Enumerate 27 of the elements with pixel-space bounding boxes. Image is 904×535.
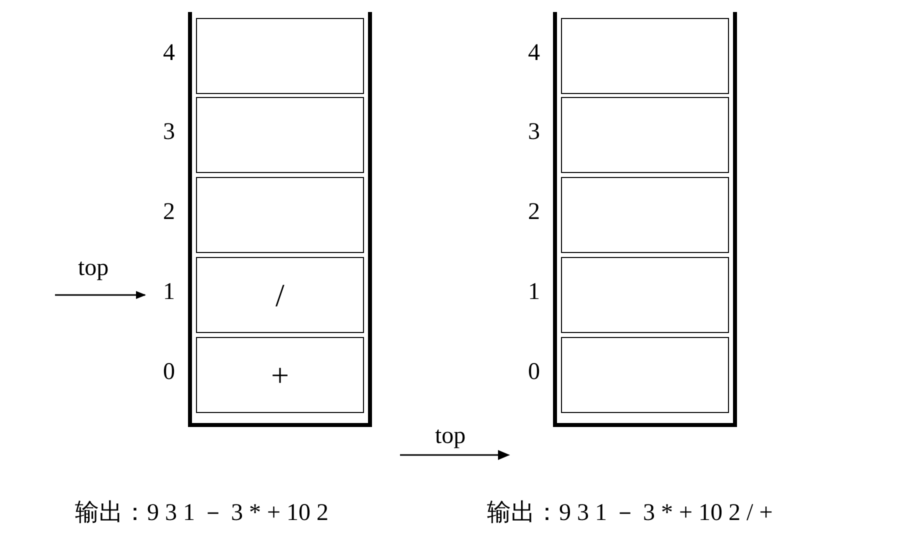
stack-cell (561, 337, 729, 413)
stack-cell (196, 257, 364, 333)
pointer-label: top (435, 423, 466, 450)
stack-cell (196, 337, 364, 413)
edge-label: top (78, 255, 109, 282)
stack-cell (196, 18, 364, 94)
output-text: 输出：9 3 1 － 3 * + 10 2 / + (487, 499, 773, 528)
index-number: 3 (162, 119, 176, 146)
output-text: 输出：9 3 1 － 3 * + 10 2 (75, 499, 329, 528)
index-number: 2 (162, 199, 176, 226)
stack-cell (196, 97, 364, 173)
stack-cell (561, 177, 729, 253)
index-number: 0 (162, 359, 176, 386)
stack-cell (196, 177, 364, 253)
index-number: 1 (527, 279, 541, 306)
index-number: 0 (527, 359, 541, 386)
cell-value: + (270, 356, 290, 394)
index-number: 1 (162, 279, 176, 306)
stack-cell (561, 257, 729, 333)
index-number: 3 (527, 119, 541, 146)
cell-value: / (276, 276, 284, 314)
index-number: 4 (527, 40, 541, 67)
stack-cell (561, 97, 729, 173)
index-number: 2 (527, 199, 541, 226)
index-number: 4 (162, 40, 176, 67)
stack-cell (561, 18, 729, 94)
pointer-arrow (55, 291, 146, 299)
